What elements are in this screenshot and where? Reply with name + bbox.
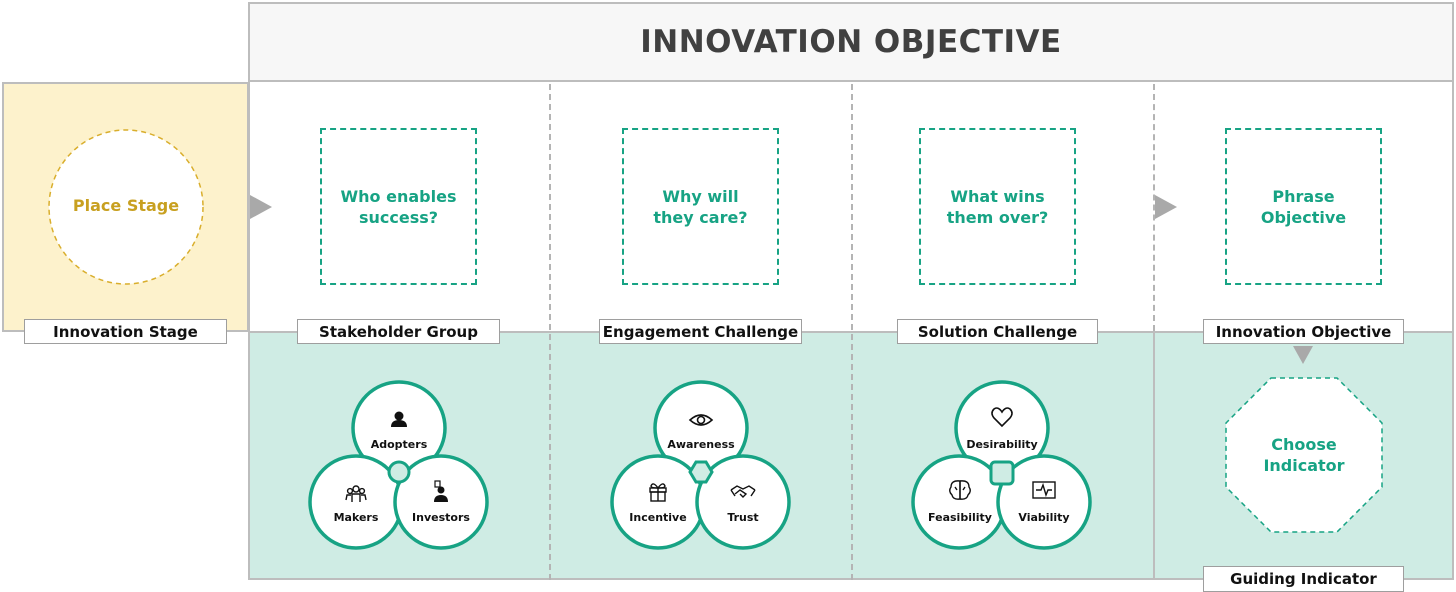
page-title-bar: INNOVATION OBJECTIVE [248, 2, 1454, 82]
page-title: INNOVATION OBJECTIVE [640, 24, 1062, 60]
choose-indicator-octagon[interactable] [1224, 376, 1384, 536]
innovation-objective-label: Innovation Objective [1203, 319, 1404, 344]
question-box-stakeholder[interactable]: Who enables success? [320, 128, 477, 285]
venn-circle-viability [996, 454, 1092, 550]
place-stage-text: Place Stage [72, 196, 180, 215]
venn-label-makers: Makers [334, 511, 379, 524]
eye-icon [688, 414, 714, 426]
arrow-down-icon [1293, 346, 1313, 364]
user-icon [391, 411, 407, 427]
question-row [248, 82, 1454, 332]
venn-center-marker [387, 460, 411, 484]
venn-center-marker [989, 460, 1015, 486]
choose-indicator-text: Choose Indicator [1263, 435, 1345, 475]
venn-label-viability: Viability [1018, 511, 1069, 524]
column-divider [549, 84, 551, 580]
brain-icon [949, 480, 971, 500]
question-box-engagement[interactable]: Why will they care? [622, 128, 779, 285]
venn-circle-trust [695, 454, 791, 550]
question-box-solution[interactable]: What wins them over? [919, 128, 1076, 285]
venn-label-adopters: Adopters [371, 438, 428, 451]
engagement-venn: Awareness Incentive Trust [610, 380, 791, 550]
question-box-objective[interactable]: Phrase Objective [1225, 128, 1382, 285]
investor-icon [434, 480, 448, 502]
column-divider [1153, 84, 1155, 331]
venn-label-investors: Investors [412, 511, 470, 524]
venn-label-incentive: Incentive [629, 511, 686, 524]
solution-challenge-label: Solution Challenge [897, 319, 1098, 344]
stakeholder-venn: Adopters Makers Investors [308, 380, 489, 550]
stakeholder-group-label: Stakeholder Group [297, 319, 500, 344]
arrow-right-icon [1155, 195, 1177, 219]
heart-icon [991, 407, 1013, 428]
pulse-icon [1032, 481, 1056, 499]
venn-center-marker [688, 460, 714, 484]
guiding-indicator-label: Guiding Indicator [1203, 566, 1404, 592]
team-icon [345, 485, 367, 502]
venn-label-feasibility: Feasibility [928, 511, 992, 524]
venn-label-desirability: Desirability [966, 438, 1037, 451]
gift-icon [649, 483, 667, 502]
innovation-stage-label: Innovation Stage [24, 319, 227, 344]
venn-label-trust: Trust [727, 511, 758, 524]
place-stage-circle[interactable] [46, 128, 206, 288]
arrow-right-icon [250, 195, 272, 219]
engagement-challenge-label: Engagement Challenge [599, 319, 802, 344]
column-divider [851, 84, 853, 580]
handshake-icon [730, 485, 756, 498]
venn-label-awareness: Awareness [667, 438, 735, 451]
solution-venn: Desirability Feasibility Viability [911, 380, 1092, 550]
column-divider [1153, 331, 1155, 580]
